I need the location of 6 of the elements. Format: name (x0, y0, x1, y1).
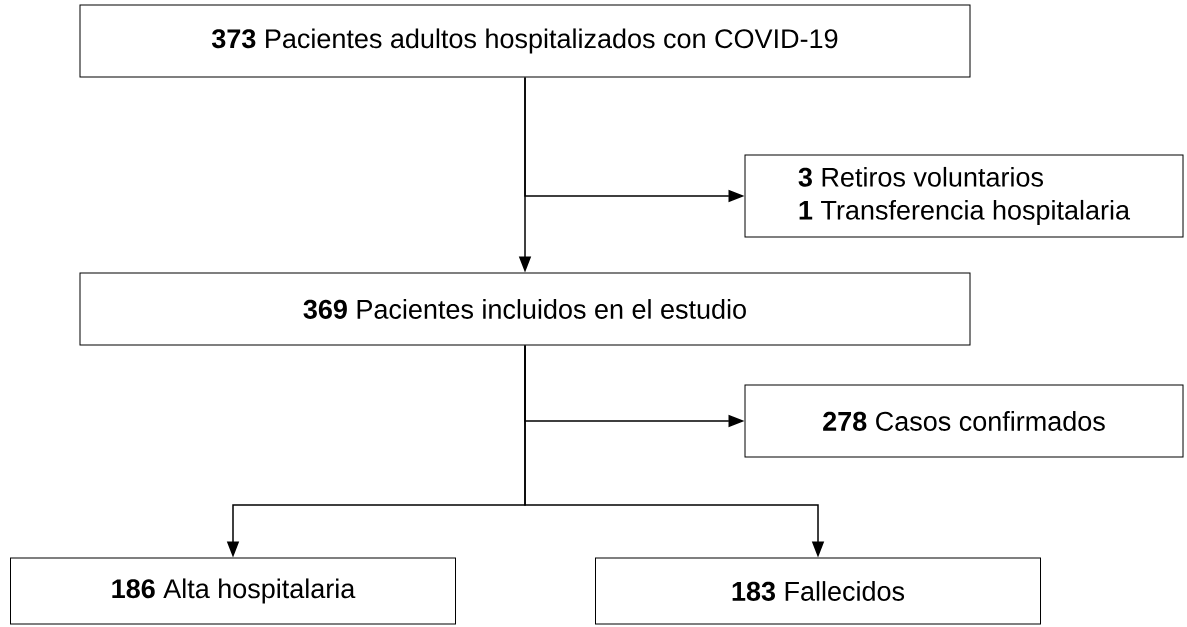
process-box: 369 Pacientes incluidos en el estudio (79, 272, 971, 346)
process-box: 183 Fallecidos (595, 557, 1041, 625)
process-box: 278 Casos confirmados (744, 384, 1184, 458)
process-box: 373 Pacientes adultos hospitalizados con COVID-19 (79, 4, 971, 78)
process-box: 3 Retiros voluntarios 1 Transferencia hospitalaria (744, 154, 1184, 238)
process-box: 186 Alta hospitalaria (10, 557, 456, 625)
